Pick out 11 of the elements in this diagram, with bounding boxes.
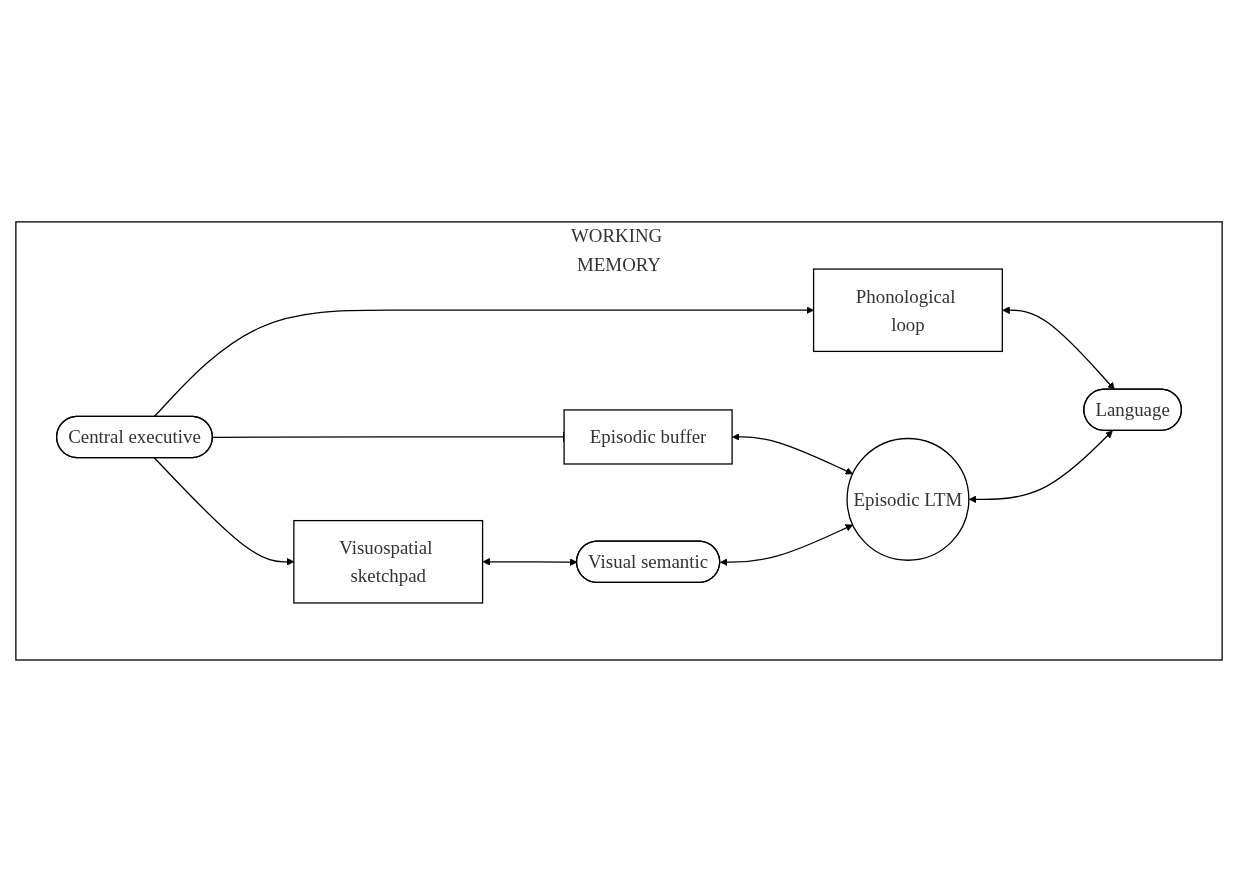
arrow [482, 558, 577, 566]
node-box: Visuospatial sketchpad [292, 520, 483, 604]
arrow [968, 430, 1113, 504]
node-circle: Episodic LTM [845, 437, 969, 561]
arrow [731, 433, 853, 475]
arrow [153, 306, 814, 418]
node-box: Phonological loop [812, 268, 1003, 353]
arrow [719, 524, 853, 566]
arrow [153, 457, 294, 566]
arrow [1001, 306, 1115, 390]
node-box: Episodic buffer [562, 409, 733, 465]
